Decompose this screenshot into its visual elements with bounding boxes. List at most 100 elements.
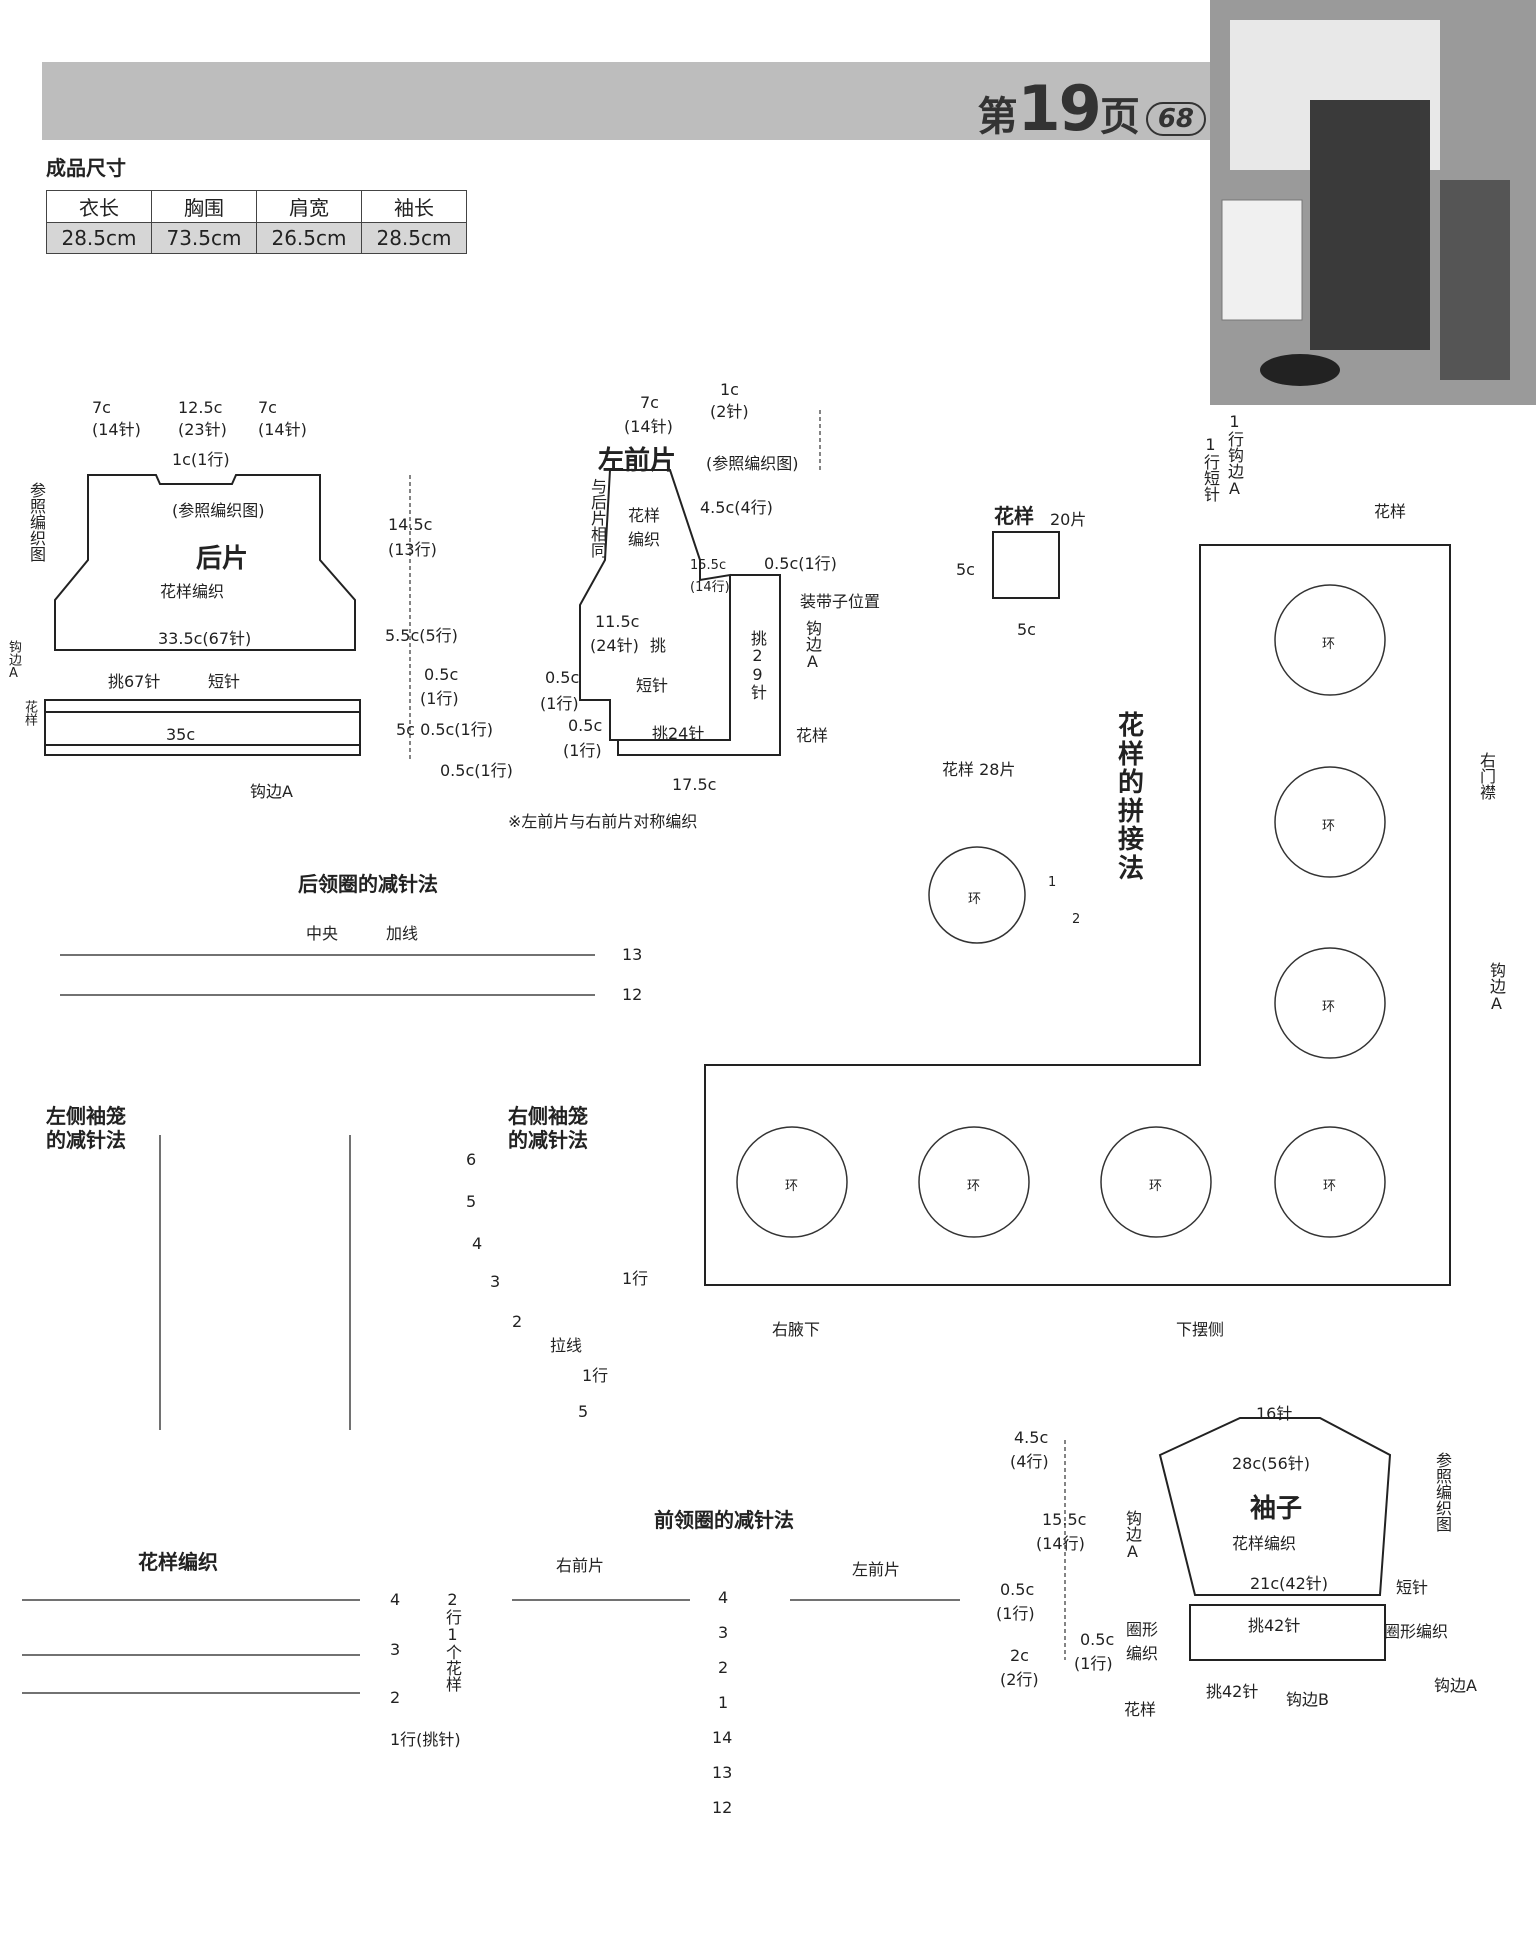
front-neck-row: 14: [712, 1728, 733, 1747]
joining-title: 花样的拼接法: [1118, 711, 1145, 884]
pattern-row: 2: [390, 1688, 401, 1707]
back-title: 后片: [196, 544, 249, 574]
back-rib-row-count: (1行): [420, 689, 459, 708]
back-neck-add: 加线: [386, 924, 419, 943]
pattern-title: 花样编织: [138, 1550, 218, 1574]
back-rib-band: [44, 699, 361, 756]
sleeve-h2-rows: (14行): [1036, 1534, 1085, 1553]
header-banner: [42, 62, 1212, 140]
back-ref-side: 参照编织图: [27, 482, 46, 562]
sleeve-outline: [1158, 1417, 1392, 1596]
motif28-ring: 环: [968, 892, 982, 907]
lf-short: 短针: [636, 676, 669, 695]
lf-ref: (参照编织图): [706, 454, 799, 473]
motif-square: [992, 531, 1060, 599]
lf-width-1-stitches: (14针): [624, 417, 673, 436]
right-arm-row: 1行: [582, 1366, 609, 1385]
front-neck-row: 13: [712, 1763, 733, 1782]
back-band-width: 35c: [166, 725, 196, 744]
joining-ring: 环: [1323, 1179, 1337, 1194]
sleeve-width: 28c(56针): [1232, 1454, 1311, 1473]
pattern-row: 4: [390, 1590, 401, 1609]
lf-width-stitches: (24针): [590, 636, 639, 655]
sleeve-short: 短针: [1396, 1578, 1429, 1597]
joining-motif: [1274, 766, 1386, 878]
sleeve-h1: 4.5c: [1014, 1428, 1049, 1447]
sleeve-h1-rows: (4行): [1010, 1452, 1049, 1471]
right-arm-row: 5: [578, 1402, 589, 1421]
joining-right-placket: 右门襟: [1477, 752, 1496, 800]
joining-ring: 环: [1322, 819, 1336, 834]
front-neck-title: 前领圈的减针法: [654, 1508, 794, 1532]
lf-width: 11.5c: [595, 612, 640, 631]
garment-photo: [1210, 0, 1536, 405]
back-pick: 挑67针: [108, 672, 161, 691]
motif-height: 5c: [956, 560, 975, 579]
lf-pick-24: 挑24针: [652, 724, 705, 743]
front-neck-row: 4: [718, 1588, 729, 1607]
sleeve-pick-42-b: 挑42针: [1206, 1682, 1259, 1701]
sleeve-h2: 15.5c: [1042, 1510, 1087, 1529]
sleeve-flower: 花样: [1124, 1700, 1157, 1719]
lf-bottom-width: 17.5c: [672, 775, 717, 794]
joining-motif: [736, 1126, 848, 1238]
size-value: 28.5cm: [46, 222, 152, 254]
sleeve-width-2: 21c(42针): [1250, 1574, 1329, 1593]
left-arm-title: 左侧袖笼的减针法: [46, 1104, 126, 1152]
back-height-1-rows: (13行): [388, 540, 437, 559]
lf-pattern: 花样编织: [628, 506, 661, 549]
motif-count: 20片: [1050, 510, 1087, 529]
left-front-band: [617, 574, 781, 756]
joining-motif: [918, 1126, 1030, 1238]
joining-motif: [1274, 947, 1386, 1059]
right-arm-row: 4: [472, 1234, 483, 1253]
finished-size-title: 成品尺寸: [46, 156, 126, 180]
right-arm-row: 6: [466, 1150, 477, 1169]
lf-edge-a: 钩边A: [803, 620, 822, 671]
lf-width-2-stitches: (2针): [710, 402, 749, 421]
front-neck-left: 左前片: [852, 1560, 901, 1579]
joining-ring: 环: [967, 1179, 981, 1194]
front-neck-row: 12: [712, 1798, 733, 1817]
back-rib-row: 0.5c: [424, 665, 459, 684]
sleeve-top: 16针: [1256, 1404, 1293, 1423]
left-front-outline: [579, 469, 731, 741]
back-edge-a: 钩边A: [6, 640, 21, 681]
joining-ring: 环: [1149, 1179, 1163, 1194]
sleeve-pick-42: 挑42针: [1248, 1616, 1301, 1635]
right-arm-row: 3: [490, 1272, 501, 1291]
single-motif: [928, 846, 1026, 944]
back-rib-bottom: 0.5c(1行): [440, 761, 513, 780]
lf-pick-29: 挑29针: [748, 630, 767, 700]
back-rib-height: 5c 0.5c(1行): [396, 720, 493, 739]
back-width-2-stitches: (23针): [178, 420, 227, 439]
joining-col-edge: 1行钩边A: [1225, 412, 1244, 498]
motif-title: 花样: [994, 504, 1034, 528]
size-header: 胸围: [151, 190, 257, 223]
lf-pick: 挑: [650, 636, 667, 655]
back-width-3: 7c: [258, 398, 277, 417]
lf-row-1-count: (1行): [540, 694, 579, 713]
joining-ring: 环: [785, 1179, 799, 1194]
lf-flower: 花样: [796, 726, 829, 745]
sleeve-h5: 0.5c: [1080, 1630, 1115, 1649]
lf-note: ※左前片与右前片对称编织: [508, 812, 698, 831]
back-neck-title: 后领圈的减针法: [298, 872, 438, 896]
sleeve-edge-b: 钩边B: [1286, 1690, 1329, 1709]
sleeve-cuff: [1189, 1604, 1386, 1661]
back-width-2: 12.5c: [178, 398, 223, 417]
joining-outline: [704, 544, 1451, 1286]
joining-underarm: 右腋下: [772, 1320, 821, 1339]
lf-neck: 4.5c(4行): [700, 498, 773, 517]
lf-width-2: 1c: [720, 380, 739, 399]
right-arm-row: 5: [466, 1192, 477, 1211]
back-neck-rows: 1c(1行): [172, 450, 230, 469]
back-width-3-stitches: (14针): [258, 420, 307, 439]
back-flower: 花样: [22, 700, 37, 726]
lf-row-2: 0.5c: [568, 716, 603, 735]
back-neck-center: 中央: [306, 924, 339, 943]
front-neck-row: 3: [718, 1623, 729, 1642]
lf-tie-position: 装带子位置: [800, 592, 881, 611]
